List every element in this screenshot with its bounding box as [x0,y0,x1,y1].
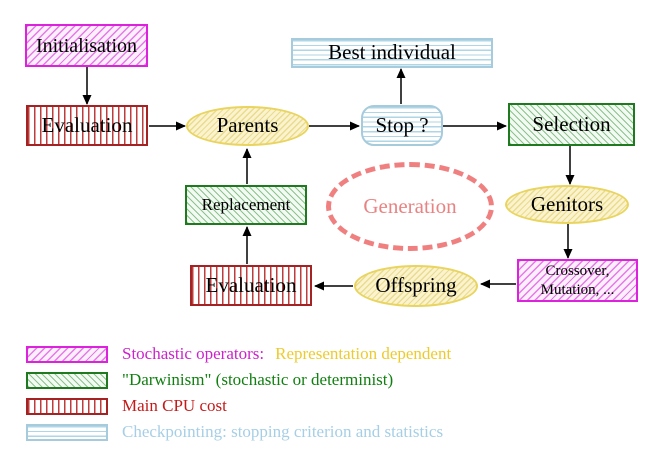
node-evaluation-top-label: Evaluation [41,112,133,137]
node-selection: Selection [508,103,635,146]
node-initialisation-label: Initialisation [35,34,138,57]
node-replacement: Replacement [185,185,307,225]
legend-label-stochastic-operators: Stochastic operators: Representation depe… [122,344,451,364]
legend-text-representation: Representation dependent [275,344,452,363]
node-parents: Parents [186,106,309,146]
node-genitors: Genitors [505,185,629,224]
node-generation: Generation [326,162,494,251]
node-crossover-line2: Mutation, ... [540,281,615,298]
node-generation-label: Generation [363,193,457,218]
legend-swatch-green-hatch [26,371,108,389]
node-evaluation-bottom: Evaluation [190,265,312,306]
node-offspring-label: Offspring [375,273,457,298]
legend-text-main-cpu-cost: Main CPU cost [122,396,227,415]
node-selection-label: Selection [532,111,611,136]
node-crossover-line1: Crossover, [545,262,610,279]
legend-text-checkpointing: Checkpointing: stopping criterion and st… [122,422,444,441]
legend-row-stochastic-operators: Stochastic operators: Representation depe… [26,343,451,365]
legend-row-darwinism: "Darwinism" (stochastic or determinist) [26,369,393,391]
node-parents-label: Parents [216,113,279,138]
node-best-individual-label: Best individual [328,40,456,65]
node-stop: Stop ? [361,105,443,146]
node-replacement-label: Replacement [201,194,291,214]
legend-row-main-cpu-cost: Main CPU cost [26,395,227,417]
legend-swatch-red-stripes [26,397,108,415]
legend-text-stochastic: Stochastic operators: [122,344,265,363]
legend-swatch-magenta-hatch [26,345,108,363]
node-initialisation: Initialisation [25,24,148,67]
legend-row-checkpointing: Checkpointing: stopping criterion and st… [26,421,443,443]
node-offspring: Offspring [354,265,478,307]
node-crossover-mutation: Crossover, Mutation, ... [517,259,638,302]
legend-swatch-blue-stripes [26,423,108,441]
legend-text-darwinism: "Darwinism" (stochastic or determinist) [122,370,394,389]
node-genitors-label: Genitors [530,191,604,216]
node-evaluation-top: Evaluation [26,105,148,146]
node-stop-label: Stop ? [375,112,429,137]
node-evaluation-bottom-label: Evaluation [205,272,297,297]
node-best-individual: Best individual [291,38,493,68]
